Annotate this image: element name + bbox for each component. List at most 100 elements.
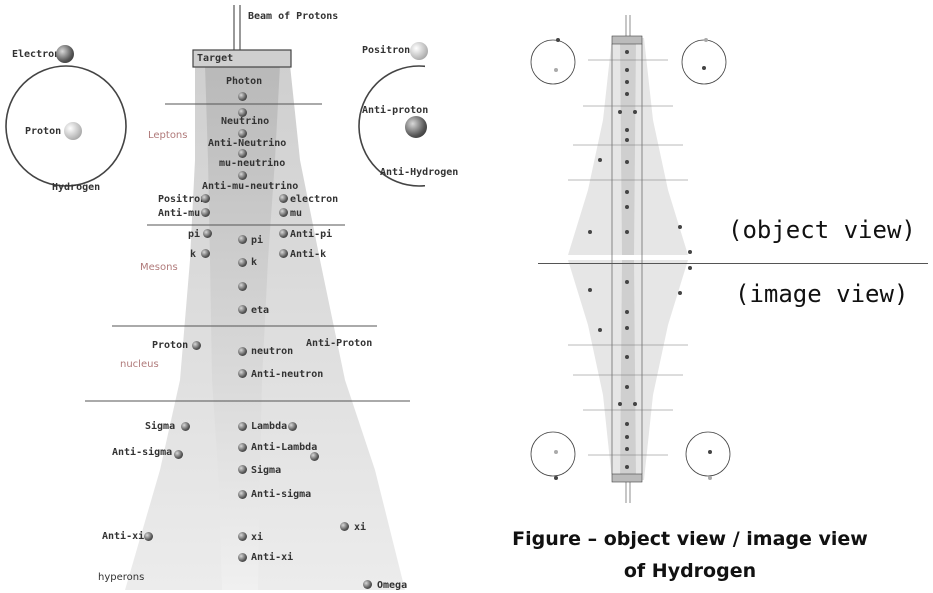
mini-particle	[633, 402, 637, 406]
anti-proton-atom-label: Anti-proton	[362, 105, 429, 116]
positron-label: Positron	[158, 194, 207, 205]
mini-particle	[625, 385, 629, 389]
mini-particle	[618, 110, 622, 114]
mini-particle	[678, 291, 682, 295]
anti-lambda-label: Anti-Lambda	[251, 442, 318, 453]
mini-particle	[633, 110, 637, 114]
object-view-label: (object view)	[728, 216, 916, 244]
anti-sigma-left-label: Anti-sigma	[112, 447, 173, 458]
mini-positron-top	[704, 38, 708, 42]
mini-electron-top	[556, 38, 560, 42]
electron-ball	[56, 45, 74, 63]
photon-label: Photon	[226, 76, 263, 87]
anti-k-label: Anti-k	[290, 249, 327, 260]
mini-diagram-graphics	[530, 15, 731, 503]
photon-ball	[238, 92, 247, 101]
mini-particle	[625, 447, 629, 451]
mini-particle	[625, 465, 629, 469]
anti-neutron-label: Anti-neutron	[251, 369, 324, 380]
mini-particle	[625, 280, 629, 284]
electron-particle-label: electron	[290, 194, 339, 205]
anti-sigma-left-ball	[174, 450, 183, 459]
pi-left-label: pi	[188, 229, 201, 240]
left-diagram-graphics	[5, 5, 425, 590]
neutron-label: neutron	[251, 346, 294, 357]
view-divider	[538, 263, 928, 264]
anti-proton-particle-label: Anti-Proton	[306, 338, 373, 349]
anti-lambda-ball	[238, 443, 247, 452]
anti-xi-left-ball	[144, 532, 153, 541]
figure-caption-line1: Figure – object view / image view	[512, 528, 868, 550]
anti-neutron-ball	[238, 369, 247, 378]
mini-particle	[625, 128, 629, 132]
anti-mu-label: Anti-mu	[158, 208, 201, 219]
anti-lambda-right-ball	[310, 452, 319, 461]
mini-particle	[625, 355, 629, 359]
mini-particle	[618, 402, 622, 406]
proton-particle-ball	[192, 341, 201, 350]
mini-particle	[688, 266, 692, 270]
region-leptons: Leptons	[148, 130, 188, 141]
mini-particle	[625, 205, 629, 209]
image-view-label: (image view)	[735, 280, 909, 308]
positron-particle-ball	[201, 194, 210, 203]
electron-particle-ball	[279, 194, 288, 203]
mini-anti-proton-bottom	[708, 450, 712, 454]
anti-mu-neutrino-ball	[238, 171, 247, 180]
proton-label: Proton	[25, 126, 62, 137]
mini-particle	[598, 328, 602, 332]
xi-right-label: xi	[354, 522, 367, 533]
mu-ball	[279, 208, 288, 217]
lambda-label: Lambda	[251, 421, 288, 432]
mini-particle	[625, 422, 629, 426]
eta-ball	[238, 305, 247, 314]
anti-mu-neutrino-label: Anti-mu-neutrino	[202, 181, 299, 192]
mini-particle	[625, 190, 629, 194]
lambda-ball	[238, 422, 247, 431]
region-hyperons: hyperons	[98, 572, 145, 583]
anti-sigma-center-ball	[238, 490, 247, 499]
proton-particle-label: Proton	[152, 340, 189, 351]
mu-label: mu	[290, 208, 303, 219]
neutrino-label: Neutrino	[221, 116, 270, 127]
mini-particle	[625, 50, 629, 54]
mini-particle	[625, 326, 629, 330]
mu-neutrino-label: mu-neutrino	[219, 158, 286, 169]
anti-xi-center-label: Anti-xi	[251, 552, 294, 563]
k-left-ball	[201, 249, 210, 258]
pi-center-label: pi	[251, 235, 264, 246]
k-center-ball	[238, 258, 247, 267]
proton-ball	[64, 122, 82, 140]
anti-neutrino-label: Anti-Neutrino	[208, 138, 287, 149]
figure-caption-line2: of Hydrogen	[623, 560, 757, 582]
mini-particle	[688, 250, 692, 254]
electron-label: Electron	[12, 49, 61, 60]
mini-particle	[588, 230, 592, 234]
left-diagram: Beam of Protons Target Electron Proton H…	[0, 0, 458, 593]
xi-center-ball	[238, 532, 247, 541]
mini-particle	[625, 92, 629, 96]
mini-electron-bottom	[554, 476, 558, 480]
neutrino-ball	[238, 108, 247, 117]
beam-label: Beam of Protons	[248, 11, 339, 22]
sigma-center-label: Sigma	[251, 465, 282, 476]
mini-anti-proton-top	[702, 66, 706, 70]
xi-center-label: xi	[251, 532, 264, 543]
lambda-right-ball	[288, 422, 297, 431]
hydrogen-label: Hydrogen	[52, 182, 101, 193]
mini-particle	[625, 160, 629, 164]
anti-sigma-center-label: Anti-sigma	[251, 489, 312, 500]
mini-particle	[588, 288, 592, 292]
mini-particle	[625, 230, 629, 234]
mini-particle	[625, 80, 629, 84]
k-left-label: k	[190, 249, 197, 260]
anti-hydrogen-label: Anti-Hydrogen	[380, 167, 459, 178]
mini-particle	[625, 138, 629, 142]
mini-positron-bottom	[708, 476, 712, 480]
meson-extra-ball	[238, 282, 247, 291]
sigma-left-label: Sigma	[145, 421, 176, 432]
anti-xi-left-label: Anti-xi	[102, 531, 145, 542]
sigma-left-ball	[181, 422, 190, 431]
anti-k-ball	[279, 249, 288, 258]
region-nucleus: nucleus	[120, 359, 159, 370]
